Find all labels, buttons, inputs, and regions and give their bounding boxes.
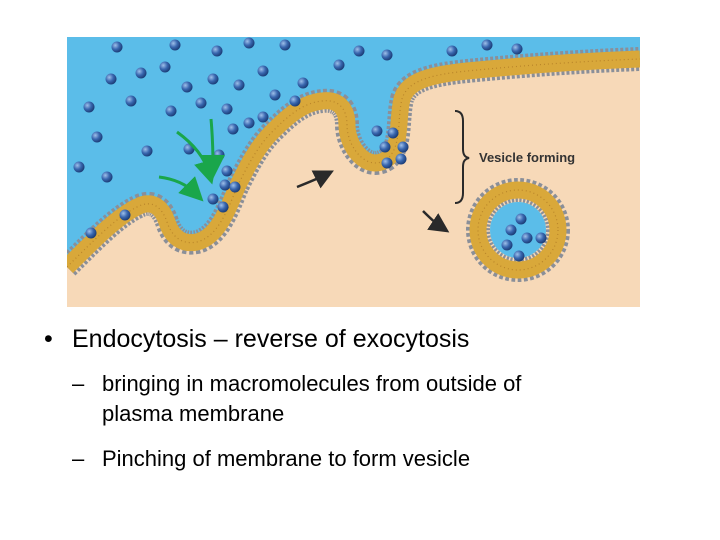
molecule-icon	[217, 201, 229, 213]
molecule-icon	[257, 111, 269, 123]
extracellular-region	[67, 37, 640, 267]
molecule-icon	[446, 45, 458, 57]
endocytosis-diagram: Vesicle forming	[67, 37, 640, 307]
molecule-icon	[141, 145, 153, 157]
molecule-icon	[229, 181, 241, 193]
molecule-icon	[159, 61, 171, 73]
molecule-icon	[397, 141, 409, 153]
bracket-icon	[454, 110, 470, 204]
molecule-icon	[111, 41, 123, 53]
green-arrow-icon	[158, 175, 204, 202]
molecule-icon	[395, 153, 407, 165]
molecule-icon	[169, 39, 181, 51]
molecule-icon	[269, 89, 281, 101]
molecule-icon	[119, 209, 131, 221]
sub-bullet-1-line-2: plasma membrane	[102, 401, 285, 426]
molecule-icon	[379, 141, 391, 153]
bullet-main: • Endocytosis – reverse of exocytosis	[44, 325, 469, 354]
molecule-icon	[333, 59, 345, 71]
molecule-icon	[221, 165, 233, 177]
molecule-icon	[289, 95, 301, 107]
dark-arrow-icon	[296, 170, 334, 189]
molecule-icon	[165, 105, 177, 117]
molecule-icon	[85, 227, 97, 239]
molecule-icon	[381, 49, 393, 61]
molecule-icon	[207, 193, 219, 205]
molecule-icon	[243, 117, 255, 129]
molecule-icon	[211, 45, 223, 57]
green-arrow-icon	[200, 118, 225, 179]
molecule-icon	[181, 81, 193, 93]
molecule-icon	[83, 101, 95, 113]
molecule-icon	[73, 161, 85, 173]
molecule-icon	[481, 39, 493, 51]
bullet-main-text: Endocytosis – reverse of exocytosis	[72, 325, 470, 353]
sub-bullet-1: –bringing in macromolecules from outside…	[72, 369, 521, 429]
molecule-icon	[125, 95, 137, 107]
molecule-icon	[221, 103, 233, 115]
molecule-icon	[105, 73, 117, 85]
molecule-icon	[279, 39, 291, 51]
vesicle-forming-label: Vesicle forming	[479, 150, 575, 165]
dark-arrow-icon	[422, 210, 450, 233]
molecule-icon	[101, 171, 113, 183]
molecule-icon	[219, 179, 231, 191]
molecule-icon	[521, 232, 533, 244]
molecule-icon	[207, 73, 219, 85]
sub-bullet-symbol: –	[72, 446, 85, 471]
molecule-icon	[505, 224, 517, 236]
molecule-icon	[135, 67, 147, 79]
molecule-icon	[501, 239, 513, 251]
molecule-icon	[233, 79, 245, 91]
bullet-symbol: •	[44, 325, 53, 353]
sub-bullet-symbol: –	[72, 371, 85, 396]
macromolecules	[73, 37, 547, 262]
molecule-icon	[257, 65, 269, 77]
sub-bullet-2-text: Pinching of membrane to form vesicle	[102, 446, 471, 471]
molecule-icon	[515, 213, 527, 225]
molecule-icon	[371, 125, 383, 137]
molecule-icon	[387, 127, 399, 139]
molecule-icon	[243, 37, 255, 49]
molecule-icon	[213, 149, 225, 161]
molecule-icon	[91, 131, 103, 143]
molecule-icon	[511, 43, 523, 55]
molecule-icon	[227, 123, 239, 135]
molecule-icon	[535, 232, 547, 244]
sub-bullet-1-line-1: bringing in macromolecules from outside …	[102, 371, 522, 396]
molecule-icon	[381, 157, 393, 169]
molecule-icon	[195, 97, 207, 109]
molecule-icon	[297, 77, 309, 89]
molecule-icon	[513, 250, 525, 262]
sub-bullet-2: –Pinching of membrane to form vesicle	[72, 444, 470, 474]
molecule-icon	[353, 45, 365, 57]
